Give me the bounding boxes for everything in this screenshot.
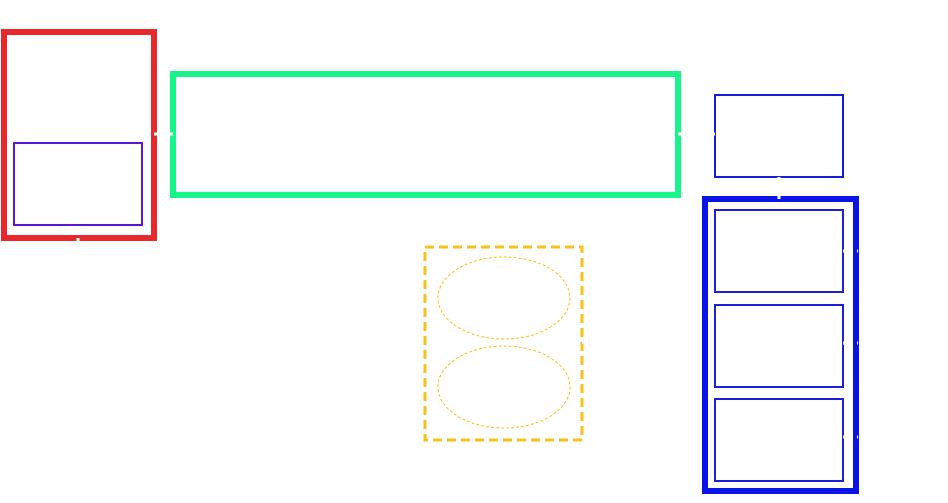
green-frame [170, 71, 681, 198]
blue-inner-box-2 [714, 304, 844, 388]
blue-small-box [714, 94, 844, 178]
blue-inner-box-3 [714, 398, 844, 482]
blue-inner-box-1 [714, 209, 844, 293]
red-frame [1, 29, 157, 241]
yellow-ellipse-1 [437, 256, 571, 340]
yellow-ellipse-2 [437, 345, 571, 429]
purple-inner-box [13, 142, 143, 226]
connector-group [76, 132, 858, 439]
blue-frame [702, 196, 859, 494]
